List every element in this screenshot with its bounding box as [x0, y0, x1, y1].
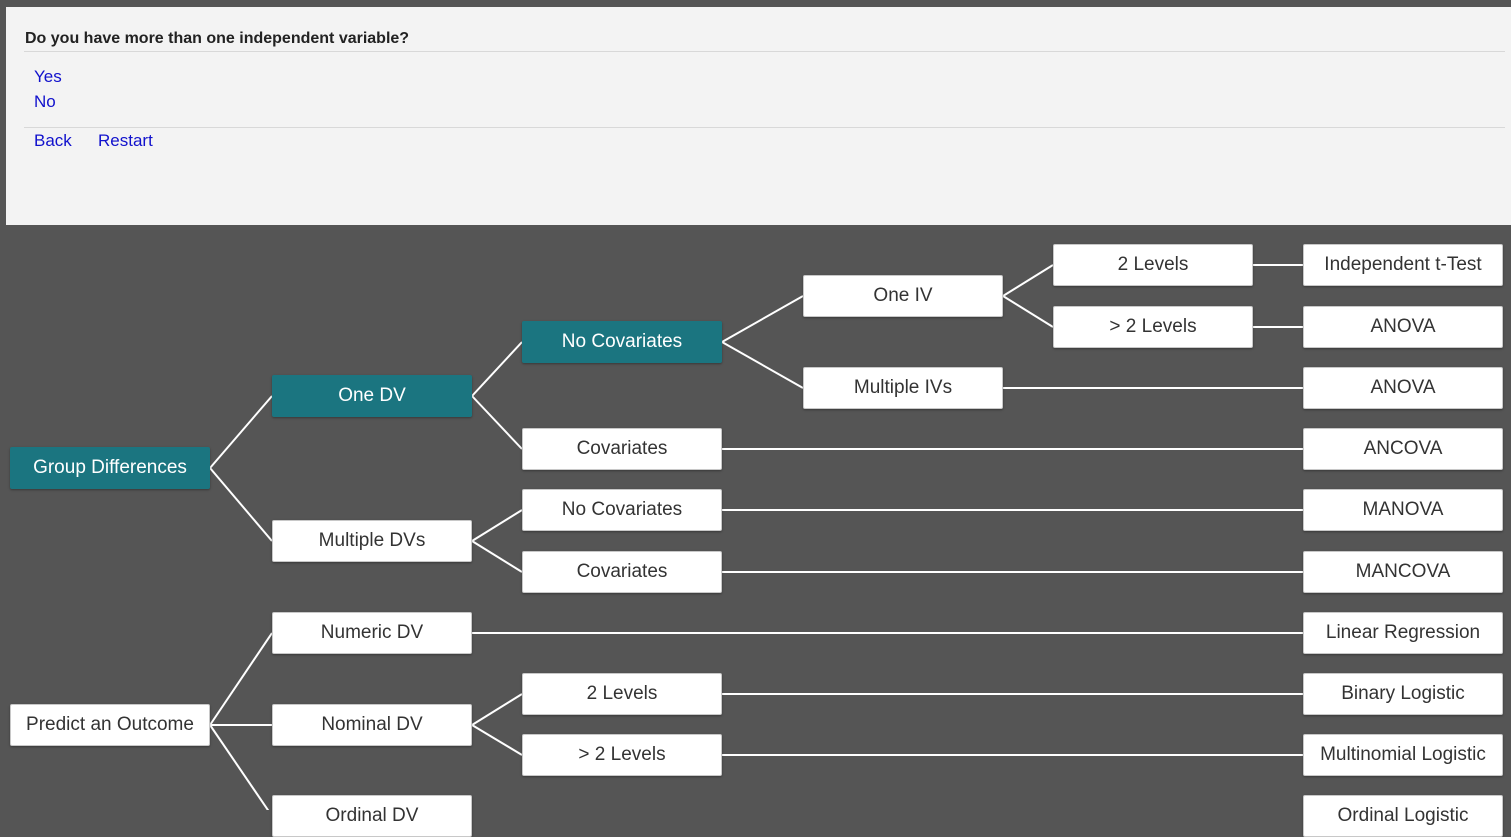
node-predict-an-outcome[interactable]: Predict an Outcome	[10, 704, 210, 746]
edge-predict-an-outcome-to-numeric-dv	[209, 632, 273, 726]
question-panel: Do you have more than one independent va…	[6, 7, 1511, 225]
node-group-differences[interactable]: Group Differences	[10, 447, 210, 489]
node-one-iv[interactable]: One IV	[803, 275, 1003, 317]
node-no-covariates-2[interactable]: No Covariates	[522, 489, 722, 531]
tree-connectors	[209, 264, 1303, 810]
node-ordinal-dv[interactable]: Ordinal DV	[272, 795, 472, 837]
node-ancova[interactable]: ANCOVA	[1303, 428, 1503, 470]
back-link[interactable]: Back	[34, 131, 72, 150]
divider	[24, 127, 1505, 128]
edge-group-differences-to-one-dv	[209, 395, 273, 469]
edge-one-dv-to-no-covariates-1	[471, 341, 523, 397]
node-mancova[interactable]: MANCOVA	[1303, 551, 1503, 593]
divider	[24, 51, 1505, 52]
node-multiple-dvs[interactable]: Multiple DVs	[272, 520, 472, 562]
node-linear-regression[interactable]: Linear Regression	[1303, 612, 1503, 654]
node-multiple-ivs[interactable]: Multiple IVs	[803, 367, 1003, 409]
node-covariates-1[interactable]: Covariates	[522, 428, 722, 470]
answer-no-link[interactable]: No	[34, 92, 56, 111]
node-more-than-two-levels-2[interactable]: > 2 Levels	[522, 734, 722, 776]
node-independent-t-test[interactable]: Independent t-Test	[1303, 244, 1503, 286]
node-more-than-two-levels-1[interactable]: > 2 Levels	[1053, 306, 1253, 348]
node-two-levels-2[interactable]: 2 Levels	[522, 673, 722, 715]
edge-nominal-dv-to-more-than-two-levels-2	[471, 724, 523, 756]
node-ordinal-logistic[interactable]: Ordinal Logistic	[1303, 795, 1503, 837]
edge-predict-an-outcome-to-ordinal-dv	[209, 724, 270, 810]
restart-link[interactable]: Restart	[98, 131, 153, 150]
edge-one-iv-to-two-levels-1	[1002, 264, 1054, 297]
node-no-covariates-1[interactable]: No Covariates	[522, 321, 722, 363]
edge-multiple-dvs-to-covariates-2	[471, 540, 523, 573]
node-one-dv[interactable]: One DV	[272, 375, 472, 417]
node-covariates-2[interactable]: Covariates	[522, 551, 722, 593]
edge-no-covariates-1-to-one-iv	[721, 295, 804, 343]
node-nominal-dv[interactable]: Nominal DV	[272, 704, 472, 746]
node-numeric-dv[interactable]: Numeric DV	[272, 612, 472, 654]
node-two-levels-1[interactable]: 2 Levels	[1053, 244, 1253, 286]
node-binary-logistic[interactable]: Binary Logistic	[1303, 673, 1503, 715]
edge-one-dv-to-covariates-1	[471, 395, 523, 450]
node-manova[interactable]: MANOVA	[1303, 489, 1503, 531]
edge-one-iv-to-more-than-two-levels-1	[1002, 295, 1054, 328]
question-text: Do you have more than one independent va…	[25, 30, 410, 47]
answer-yes-link[interactable]: Yes	[34, 67, 62, 86]
node-anova-1[interactable]: ANOVA	[1303, 306, 1503, 348]
edge-group-differences-to-multiple-dvs	[209, 467, 273, 542]
edge-nominal-dv-to-two-levels-2	[471, 693, 523, 726]
node-multinomial-logistic[interactable]: Multinomial Logistic	[1303, 734, 1503, 776]
node-anova-2[interactable]: ANOVA	[1303, 367, 1503, 409]
edge-multiple-dvs-to-no-covariates-2	[471, 509, 523, 542]
edge-no-covariates-1-to-multiple-ivs	[721, 341, 804, 389]
